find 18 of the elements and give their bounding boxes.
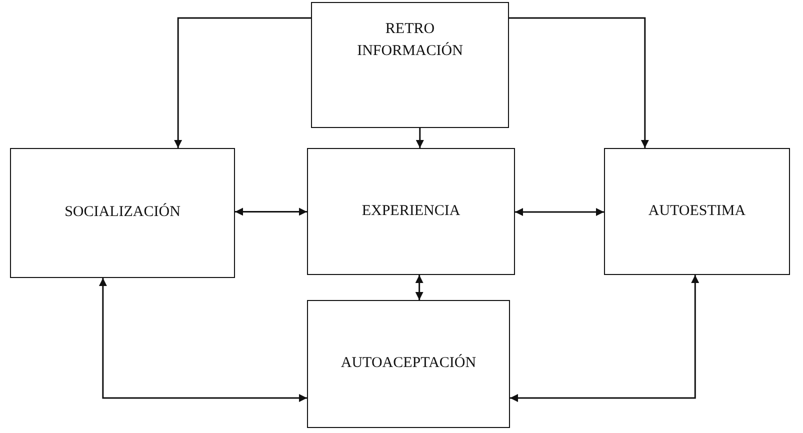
process-box [307, 148, 515, 275]
process-box [10, 148, 235, 278]
process-box [604, 148, 790, 275]
arrow [415, 275, 424, 300]
box-label: RETRO INFORMACIÓN [356, 20, 464, 61]
process-box [307, 300, 510, 428]
arrow [416, 128, 424, 148]
arrow [509, 17, 649, 148]
box-label: AUTOACEPTACIÓN [340, 353, 476, 374]
arrow [510, 275, 700, 402]
arrow [235, 208, 307, 216]
arrow [98, 278, 307, 402]
process-box [311, 2, 509, 128]
arrow [174, 17, 311, 148]
box-label: EXPERIENCIA [362, 202, 460, 221]
box-label: SOCIALIZACIÓN [64, 202, 180, 222]
box-label: AUTOESTIMA [648, 202, 746, 221]
arrow [515, 208, 604, 216]
